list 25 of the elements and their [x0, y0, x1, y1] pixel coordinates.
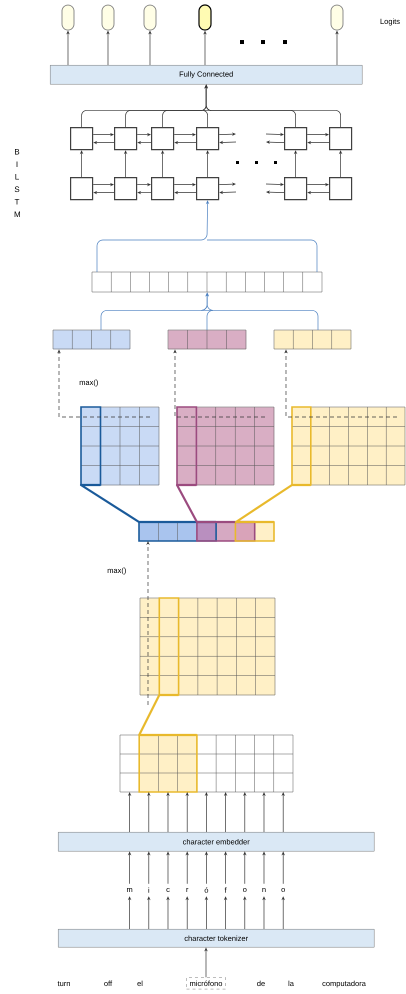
feature-map-grid [176, 406, 274, 486]
lstm-cell [196, 127, 220, 150]
lstm-cell [284, 177, 308, 200]
embedding-matrix [120, 734, 294, 793]
lstm-cell [151, 177, 174, 200]
pooled-vector [274, 330, 352, 350]
projection-lines [234, 484, 311, 524]
layer-label: B I L S T M [14, 149, 20, 218]
pooled-vector [52, 330, 130, 350]
feature-vector [138, 521, 275, 542]
lstm-cell [196, 177, 220, 200]
feature-map-grid [291, 406, 406, 486]
lstm-cell [284, 127, 308, 150]
feature-map-grid [140, 597, 276, 696]
feature-map-grid [80, 406, 160, 486]
feature-vector [92, 272, 322, 292]
projection-lines [138, 694, 197, 736]
pooled-vector [168, 330, 246, 350]
lstm-cell [328, 127, 352, 150]
lstm-cell [70, 127, 94, 150]
lstm-cell [70, 177, 94, 200]
lstm-cell [114, 127, 138, 150]
lstm-cell [114, 177, 138, 200]
lstm-cell [151, 127, 174, 150]
lstm-cell [328, 177, 352, 200]
